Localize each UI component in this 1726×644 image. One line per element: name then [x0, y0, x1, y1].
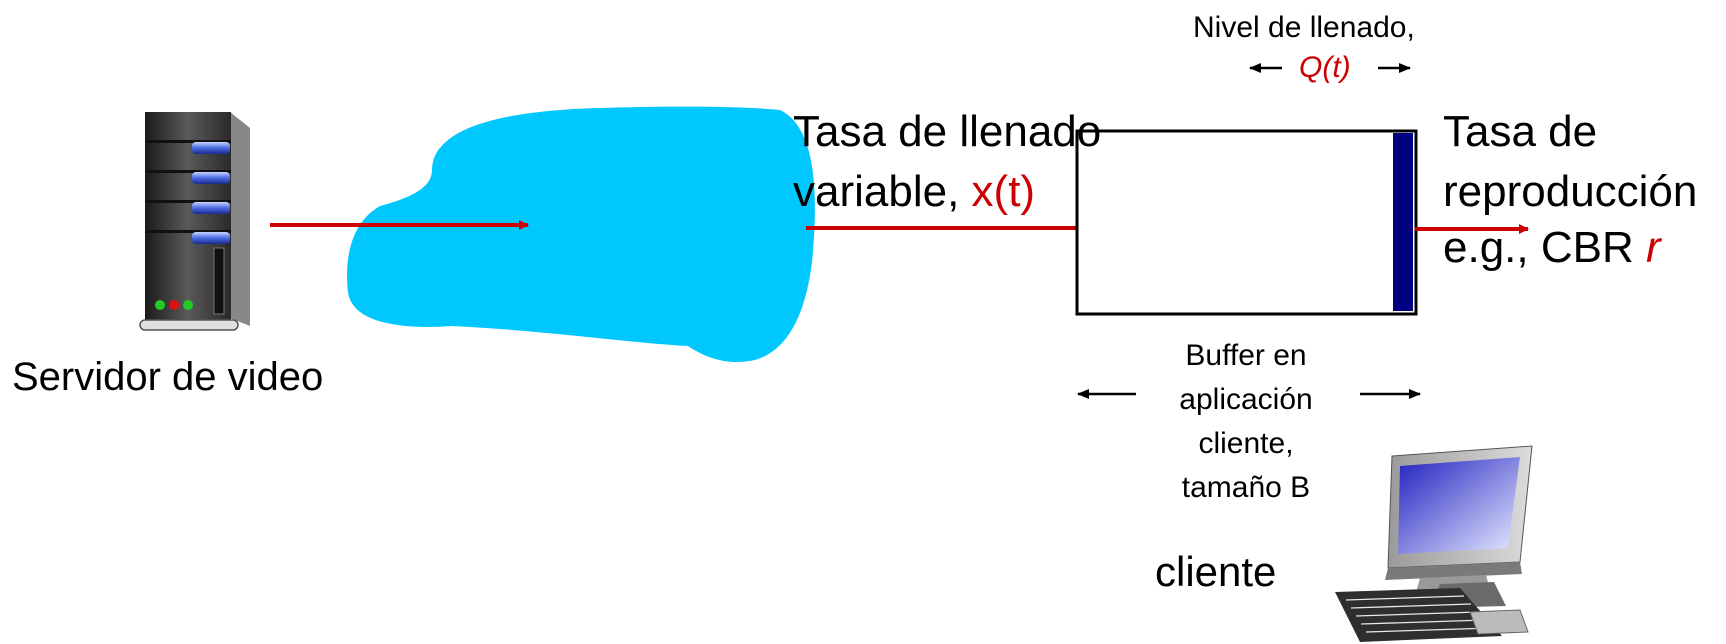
fill-level-variable: Q(t)	[1299, 51, 1351, 84]
server-label: Servidor de video	[12, 355, 324, 399]
desktop-computer-icon	[1335, 445, 1533, 642]
client-buffer-box	[1075, 129, 1418, 316]
buffer-description: Buffer en aplicación cliente, tamaño B	[1130, 334, 1362, 510]
fill-rate-line1: Tasa de llenado	[793, 107, 1102, 156]
buffer-line3: cliente,	[1198, 427, 1294, 460]
buffer-line2: aplicación	[1179, 383, 1313, 416]
playout-variable: r	[1645, 223, 1661, 272]
buffer-line4: tamaño B	[1181, 471, 1311, 504]
playout-line1: Tasa de	[1443, 107, 1598, 156]
fill-rate-variable: x(t)	[971, 167, 1036, 216]
playout-label: e.g., CBR	[1443, 223, 1646, 272]
playout-line2: reproducción	[1443, 167, 1698, 216]
client-label: cliente	[1155, 548, 1277, 595]
buffer-fill-level	[1393, 133, 1413, 311]
fill-rate-line2: variable, x(t)	[793, 167, 1035, 218]
server-tower-icon	[139, 112, 250, 331]
buffer-line1: Buffer en	[1185, 339, 1307, 372]
network-cloud-icon	[347, 106, 815, 363]
fill-level-line1: Nivel de llenado,	[1193, 11, 1415, 44]
fill-rate-label: variable,	[793, 167, 972, 216]
playout-line3: e.g., CBR r	[1443, 223, 1661, 274]
